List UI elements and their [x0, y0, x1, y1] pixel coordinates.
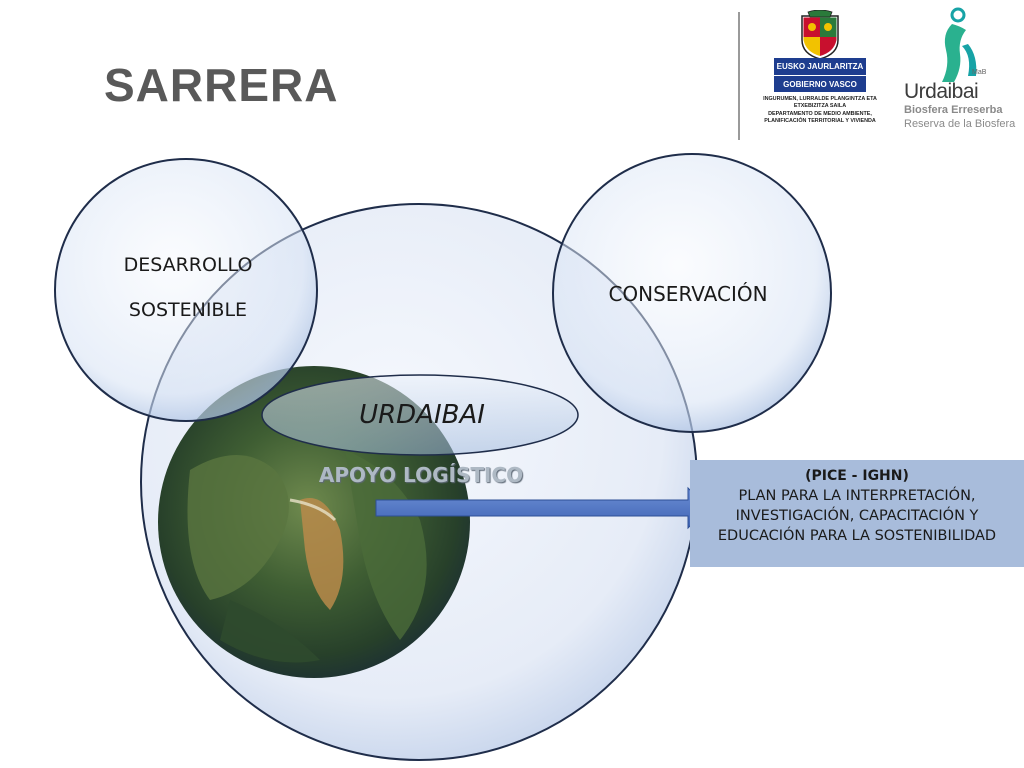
- urdaibai-biosphere-logo: MaB Urdaibai Biosfera Erreserba Reserva …: [898, 6, 1020, 134]
- label-sustainable: SOSTENIBLE: [128, 299, 248, 321]
- label-conservation: CONSERVACIÓN: [608, 282, 768, 306]
- urdaibai-lens: [261, 374, 579, 456]
- biosphere-reserve-spanish: Reserva de la Biosfera: [904, 118, 1016, 130]
- plan-line-2: INVESTIGACIÓN, CAPACITACIÓN Y: [735, 508, 979, 524]
- conservation-circle: [552, 153, 832, 433]
- department-name-basque: INGURUMEN, LURRALDE PLANGINTZA ETA ETXEB…: [763, 96, 877, 109]
- development-circle: [54, 158, 318, 422]
- urdaibai-wordmark: Urdaibai: [904, 80, 979, 103]
- biosphere-reserve-basque: Biosfera Erreserba: [904, 104, 1003, 116]
- department-name-spanish: DEPARTAMENTO DE MEDIO AMBIENTE, PLANIFIC…: [764, 111, 876, 124]
- government-name-spanish: GOBIERNO VASCO: [783, 80, 857, 89]
- urdaibai-figure-icon: [942, 7, 977, 82]
- government-name-banner: EUSKO JAURLARITZA GOBIERNO VASCO: [774, 58, 866, 92]
- plan-code: (PICE - IGHN): [805, 468, 909, 484]
- government-name-basque: EUSKO JAURLARITZA: [774, 58, 866, 76]
- plan-box: (PICE - IGHN) PLAN PARA LA INTERPRETACIÓ…: [690, 460, 1024, 567]
- coat-of-arms-icon: [801, 10, 839, 60]
- label-logistic-support: APOYO LOGÍSTICO: [318, 463, 524, 487]
- label-urdaibai: URDAIBAI: [359, 400, 485, 430]
- basque-government-logo: EUSKO JAURLARITZA GOBIERNO VASCO INGURUM…: [760, 10, 880, 135]
- label-development: DESARROLLO: [123, 254, 253, 276]
- slide-title: SARRERA: [104, 59, 339, 111]
- logo-divider: [738, 12, 740, 140]
- mab-label: MaB: [972, 69, 987, 76]
- plan-line-3: EDUCACIÓN PARA LA SOSTENIBILIDAD: [717, 528, 997, 544]
- plan-line-1: PLAN PARA LA INTERPRETACIÓN,: [738, 488, 976, 504]
